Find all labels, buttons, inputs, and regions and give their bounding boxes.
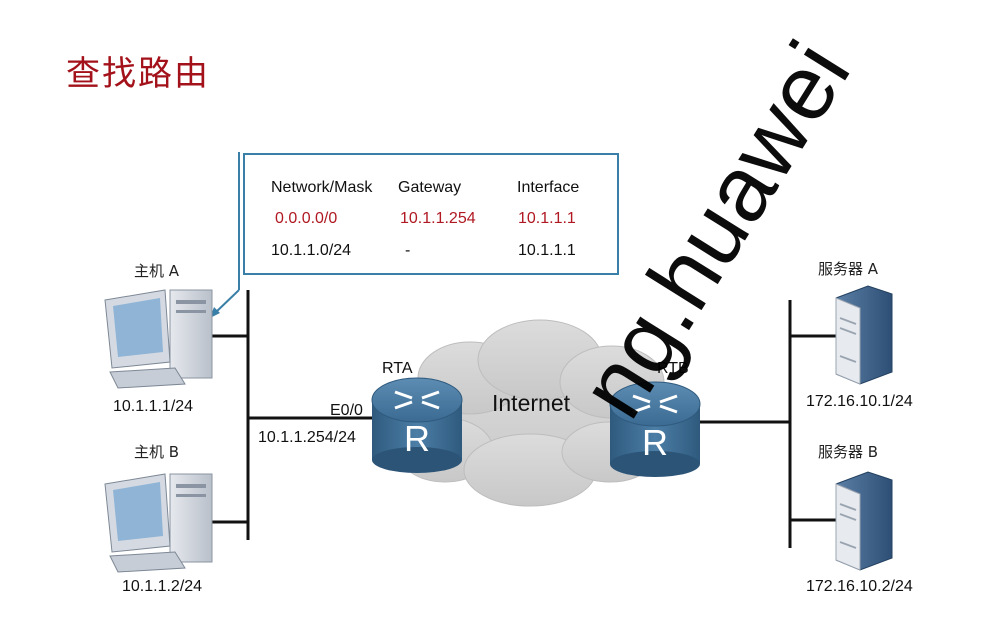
server-b-icon: [835, 471, 893, 571]
routing-table: Network/Mask Gateway Interface 0.0.0.0/0…: [243, 153, 619, 275]
server-b-ip: 172.16.10.2/24: [806, 578, 913, 595]
host-a-name: 主机 A: [134, 262, 180, 280]
server-a-name: 服务器 A: [818, 260, 879, 278]
row1-gateway: 10.1.1.254: [400, 210, 476, 227]
host-b-ip: 10.1.1.2/24: [122, 578, 203, 595]
rta-ip: 10.1.1.254/24: [258, 429, 356, 446]
rta-interface: E0/0: [330, 402, 363, 419]
host-b-pc-icon: [104, 473, 213, 573]
row2-network: 10.1.1.0/24: [271, 242, 352, 259]
lan-links-right: [700, 300, 836, 548]
page-title: 查找路由: [66, 54, 210, 94]
router-arrows-icon: [632, 394, 678, 414]
rta-label: RTA: [382, 360, 413, 377]
server-b-name: 服务器 B: [818, 443, 879, 461]
router-r-glyph: R: [642, 422, 668, 463]
row2-gateway: -: [405, 242, 411, 259]
server-a-ip: 172.16.10.1/24: [806, 393, 913, 410]
router-arrows-icon: [394, 390, 440, 410]
router-r-glyph: R: [404, 418, 430, 459]
row1-interface: 10.1.1.1: [518, 210, 576, 227]
lan-links-left: [212, 290, 372, 540]
internet-label: Internet: [492, 390, 570, 416]
host-a-ip: 10.1.1.1/24: [113, 398, 194, 415]
router-rta: R: [371, 377, 463, 473]
server-a-icon: [835, 285, 893, 385]
router-rtb: R: [609, 381, 701, 477]
rtb-label: RTB: [657, 360, 689, 377]
host-b-name: 主机 B: [134, 443, 180, 461]
header-interface: Interface: [517, 179, 580, 196]
header-gateway: Gateway: [398, 179, 462, 196]
host-a-pc-icon: [104, 289, 213, 389]
header-network-mask: Network/Mask: [271, 179, 373, 196]
row2-interface: 10.1.1.1: [518, 242, 576, 259]
callout-arrow: [210, 152, 240, 318]
row1-network: 0.0.0.0/0: [275, 210, 338, 227]
